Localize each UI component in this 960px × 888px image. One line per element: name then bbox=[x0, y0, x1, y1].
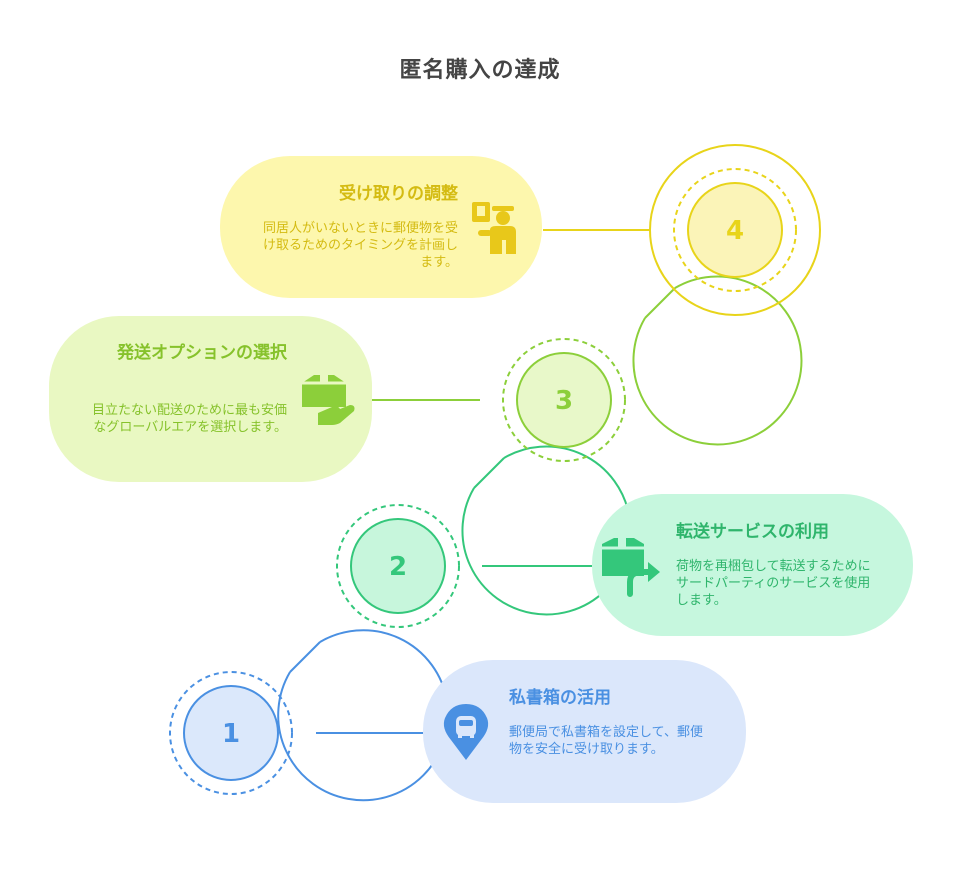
connector-3-4 bbox=[644, 287, 676, 319]
step-2-card: 転送サービスの利用 荷物を再梱包して転送するためにサードパーティのサービスを使用… bbox=[592, 494, 913, 636]
step-3-description: 目立たない配送のために最も安価なグローバルエアを選択します。 bbox=[91, 403, 287, 435]
step-3-number: 3 bbox=[555, 386, 573, 416]
step-1-title: 私書箱の活用 bbox=[509, 688, 611, 708]
connector-2-3 bbox=[473, 457, 505, 489]
step-1-node bbox=[169, 629, 450, 802]
delivery-person-icon bbox=[472, 202, 516, 254]
step-4-description: 同居人がいないときに郵便物を受け取るためのタイミングを計画します。 bbox=[262, 221, 458, 270]
step-4-card: 受け取りの調整 同居人がいないときに郵便物を受け取るためのタイミングを計画します… bbox=[220, 156, 542, 298]
connector-1-2 bbox=[289, 641, 321, 673]
step-3-node bbox=[372, 275, 803, 462]
package-hand-icon bbox=[302, 375, 355, 425]
package-forward-icon bbox=[602, 538, 660, 597]
page-title: 匿名購入の達成 bbox=[399, 58, 561, 83]
step-2-number: 2 bbox=[389, 552, 407, 582]
step-1-description: 郵便局で私書箱を設定して、郵便物を安全に受け取ります。 bbox=[509, 725, 703, 757]
step-4-number: 4 bbox=[726, 216, 744, 246]
mailbox-pin-icon bbox=[443, 704, 489, 760]
step-1-card: 私書箱の活用 郵便局で私書箱を設定して、郵便物を安全に受け取ります。 bbox=[423, 660, 746, 803]
step-2-node bbox=[336, 445, 632, 628]
step-1-number: 1 bbox=[222, 719, 240, 749]
step-3-title: 発送オプションの選択 bbox=[117, 343, 287, 363]
step-4-title: 受け取りの調整 bbox=[339, 184, 458, 204]
step-2-description: 荷物を再梱包して転送するためにサードパーティのサービスを使用します。 bbox=[676, 559, 871, 608]
step-3-card: 発送オプションの選択 目立たない配送のために最も安価なグローバルエアを選択します… bbox=[49, 316, 372, 482]
step-2-title: 転送サービスの利用 bbox=[676, 522, 829, 542]
step-4-node bbox=[543, 144, 821, 316]
